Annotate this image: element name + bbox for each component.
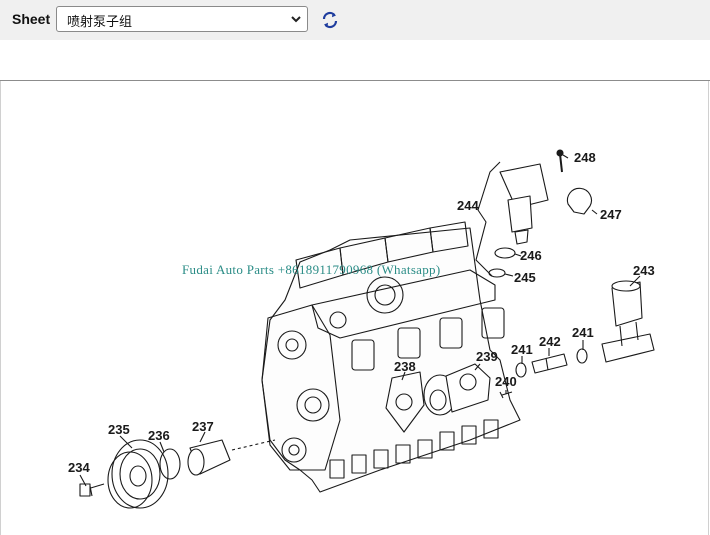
callout-243: 243 [633,263,655,278]
chevron-down-icon [291,16,301,23]
intake-manifold [311,269,496,339]
toolbar: Sheet 喷射泵子组 [0,0,710,40]
sheet-select-value: 喷射泵子组 [67,15,133,30]
callout-247: 247 [600,207,622,222]
callout-234: 234 [68,460,90,475]
watermark-text: Fudai Auto Parts +8618911790968 (Whatsap… [182,262,441,277]
callout-245: 245 [514,270,536,285]
refresh-icon[interactable] [320,10,340,30]
callout-labels: 248 244 247 246 245 243 239 242 241 241 … [68,150,655,475]
callout-244: 244 [457,198,479,213]
callout-241-left: 241 [511,342,533,357]
gasket [385,371,425,433]
gear-housing [261,304,341,471]
engine-block [261,227,521,493]
secondary-bar [0,40,710,81]
panel-border-left [0,81,1,535]
callout-238: 238 [394,359,416,374]
callout-241-right: 241 [572,325,594,340]
panel-border-right [708,81,709,535]
callout-236: 236 [148,428,170,443]
callout-239: 239 [476,349,498,364]
callout-240: 240 [495,374,517,389]
callout-237: 237 [192,419,214,434]
callout-242: 242 [539,334,561,349]
sheet-select[interactable]: 喷射泵子组 [56,6,308,32]
callout-235: 235 [108,422,130,437]
callout-248: 248 [574,150,596,165]
valve-cover [429,221,469,253]
callout-246: 246 [520,248,542,263]
sheet-label: Sheet [12,11,51,27]
